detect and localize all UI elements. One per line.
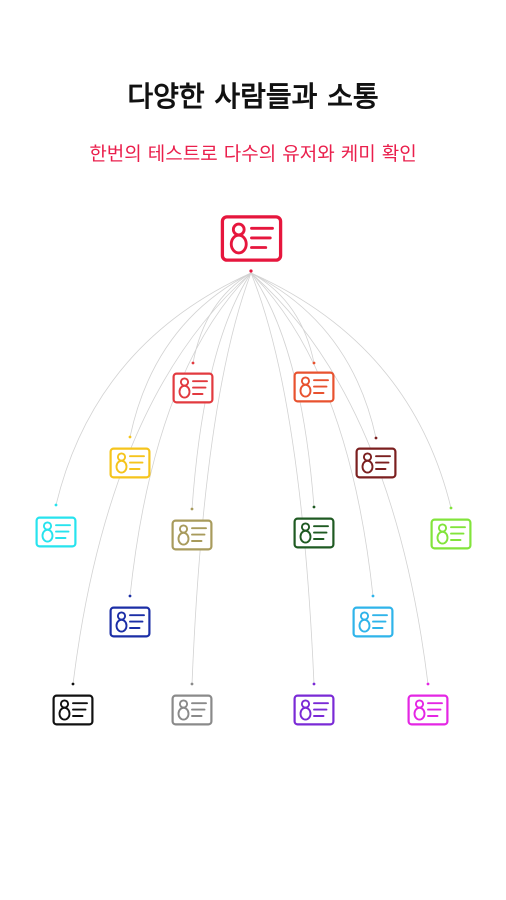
id-card-icon (35, 516, 77, 548)
connector-line (72, 272, 252, 685)
id-card-shape (109, 606, 151, 638)
user-node (52, 682, 94, 726)
id-card-shape (109, 447, 151, 479)
node-dot (190, 507, 194, 511)
id-card-shape (35, 516, 77, 548)
node-dot (190, 682, 194, 686)
node-dot (312, 505, 316, 509)
connector-line (250, 272, 315, 685)
id-card-icon (171, 694, 213, 726)
user-node (293, 682, 335, 726)
center-id-card-icon (220, 215, 283, 262)
id-card-icon (172, 372, 214, 404)
node-dot (449, 506, 453, 510)
node-dot (371, 594, 375, 598)
id-card-icon (352, 606, 394, 638)
connector-line (191, 272, 252, 685)
connector-line (250, 272, 452, 509)
id-card-shape (355, 447, 397, 479)
id-card-shape (352, 606, 394, 638)
id-card-icon (293, 694, 335, 726)
node-dot (426, 682, 430, 686)
connector-line (250, 272, 377, 439)
node-dot (249, 269, 253, 273)
id-card-shape (220, 215, 283, 262)
id-card-icon (109, 606, 151, 638)
page-title: 다양한 사람들과 소통 (127, 80, 379, 113)
id-card-icon (430, 518, 472, 550)
user-node (35, 503, 77, 548)
node-dot (312, 361, 316, 365)
user-node (352, 594, 394, 638)
user-node (293, 505, 335, 549)
connector-line (129, 272, 252, 438)
id-card-icon (293, 517, 335, 549)
id-card-shape (430, 518, 472, 550)
connector-line (55, 272, 252, 506)
page-subtitle: 한번의 테스트로 다수의 유저와 케미 확인 (89, 143, 417, 165)
connector-line (129, 272, 252, 597)
connector-line (191, 272, 252, 510)
id-card-shape (407, 694, 449, 726)
user-node (293, 361, 335, 403)
node-dot (71, 682, 75, 686)
id-card-shape (171, 694, 213, 726)
center-node (220, 215, 283, 273)
id-card-shape (293, 371, 335, 403)
user-node (109, 435, 151, 479)
id-card-icon (171, 519, 213, 551)
id-card-shape (293, 694, 335, 726)
node-dot (54, 503, 58, 507)
connector-line (250, 272, 315, 508)
user-node (430, 506, 472, 550)
connector-line (250, 272, 374, 597)
user-node (109, 594, 151, 638)
id-card-shape (52, 694, 94, 726)
connector-line (250, 272, 315, 364)
id-card-icon (293, 371, 335, 403)
node-dot (374, 436, 378, 440)
node-dot (191, 361, 195, 365)
id-card-shape (293, 517, 335, 549)
connector-line (250, 272, 429, 685)
id-card-shape (172, 372, 214, 404)
node-dot (312, 682, 316, 686)
user-node (407, 682, 449, 726)
user-node (171, 682, 213, 726)
id-card-icon (355, 447, 397, 479)
id-card-shape (171, 519, 213, 551)
user-node (172, 361, 214, 404)
connector-lines (55, 272, 452, 685)
id-card-icon (52, 694, 94, 726)
id-card-icon (407, 694, 449, 726)
user-node (171, 507, 213, 551)
node-dot (128, 435, 132, 439)
node-dot (128, 594, 132, 598)
connector-line (192, 272, 252, 364)
id-card-icon (109, 447, 151, 479)
user-node (355, 436, 397, 479)
